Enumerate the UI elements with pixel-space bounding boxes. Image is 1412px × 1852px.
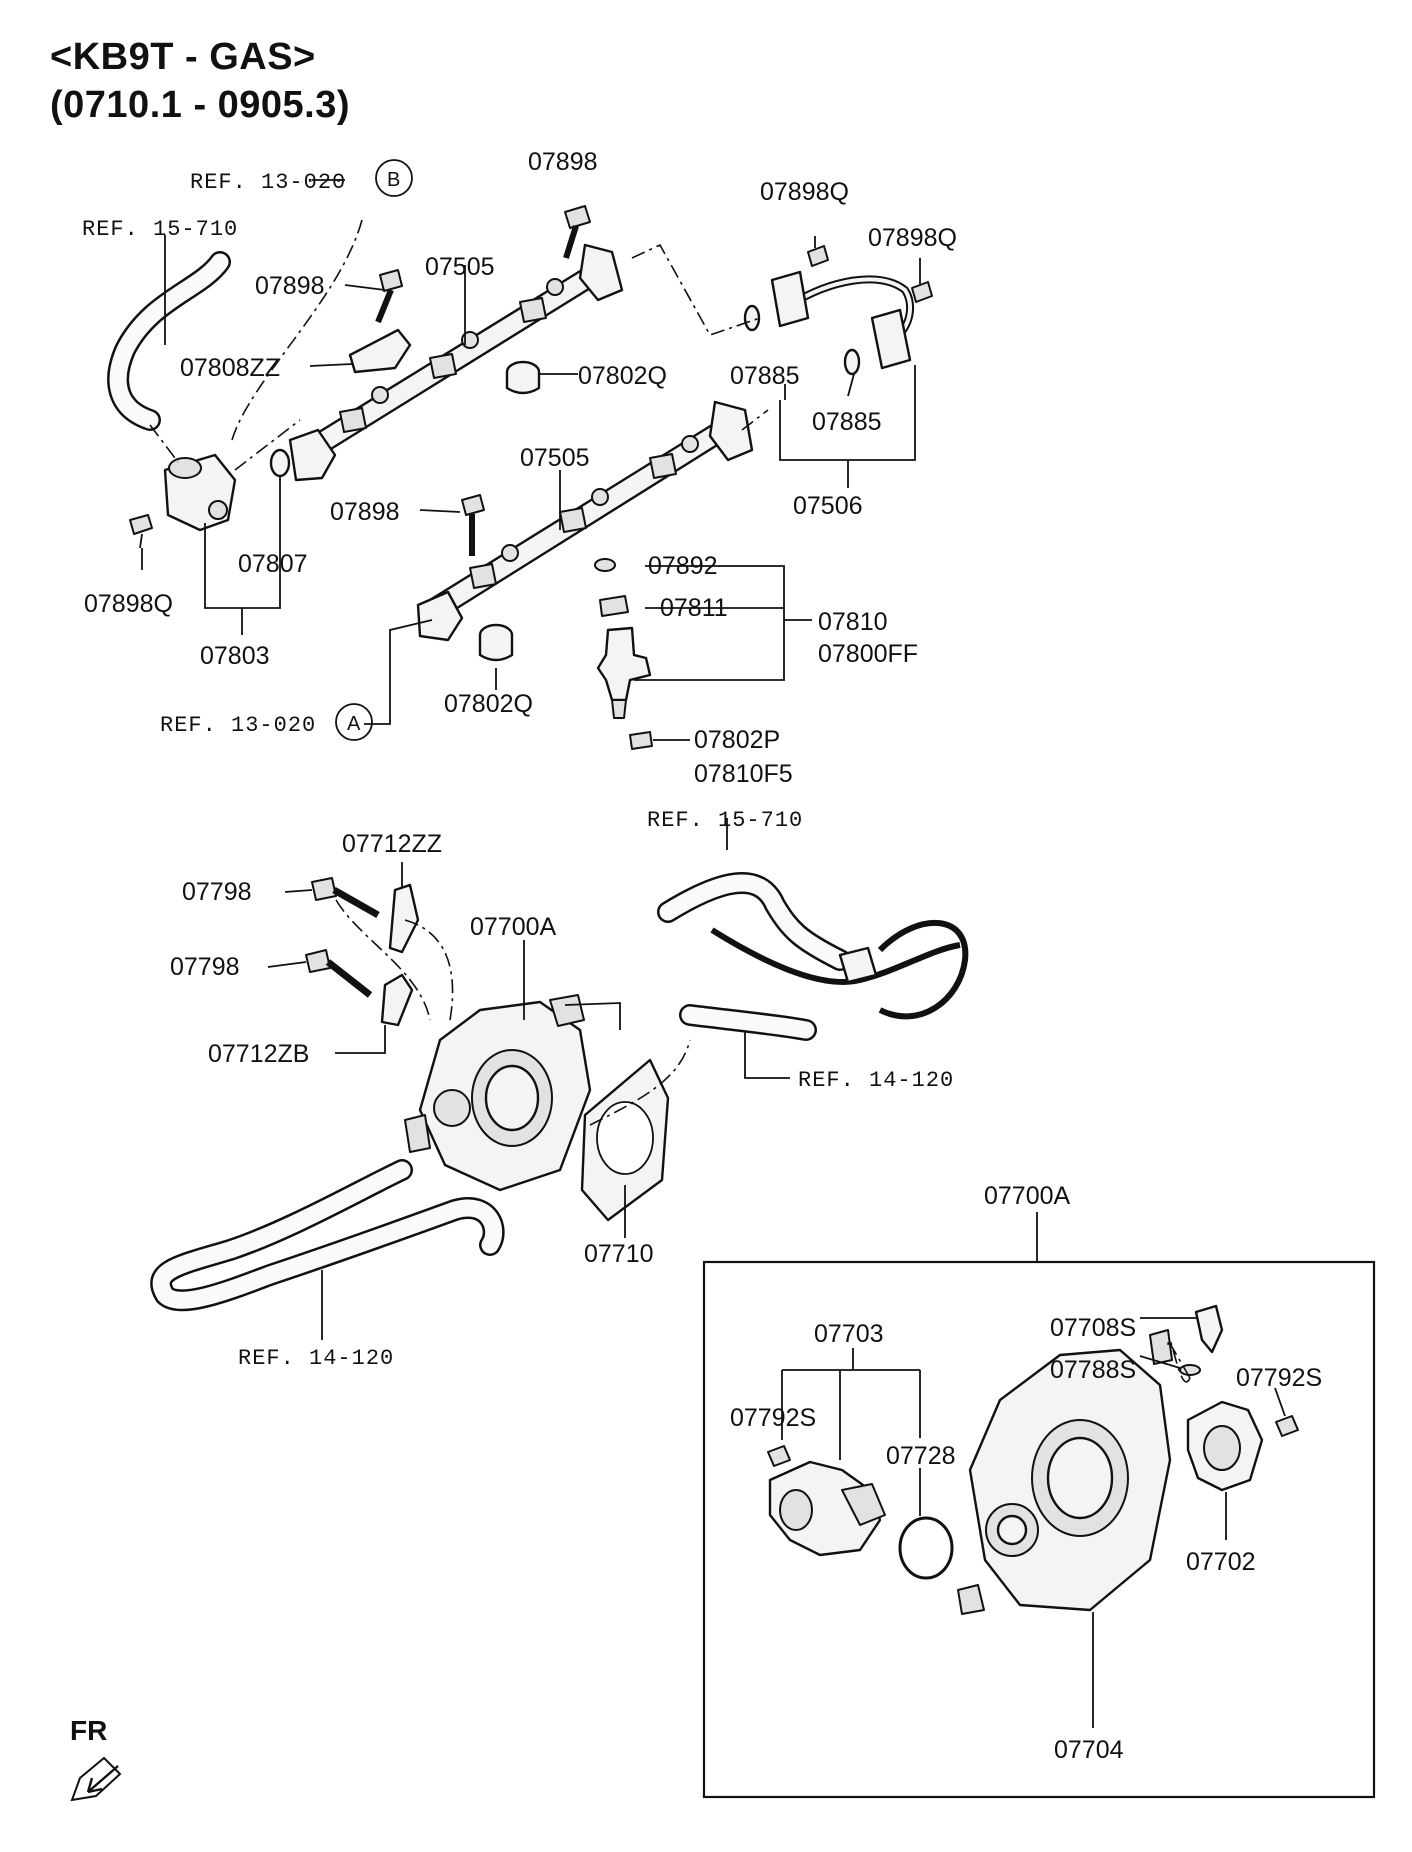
label-07712zz: 07712ZZ: [342, 830, 442, 858]
bolt-07898q-left: [129, 514, 153, 549]
label-07505-upper: 07505: [425, 253, 495, 281]
water-hose-lower: [150, 1159, 505, 1312]
callout-a-circle: [335, 703, 373, 741]
label-07808zz: 07808ZZ: [180, 354, 280, 382]
bracket-07712zz: [388, 883, 420, 954]
bolt-07798-a: [311, 877, 380, 919]
ref-13-020-a: REF. 13-020: [160, 713, 316, 738]
label-07898-mid: 07898: [255, 272, 325, 300]
label-07702: 07702: [1186, 1548, 1256, 1576]
ref-15-710-a: REF. 15-710: [82, 217, 238, 242]
bolt-07798-b: [305, 949, 373, 998]
label-07892: 07892: [648, 552, 718, 580]
bolt-07898-mid: [375, 269, 403, 324]
label-07802q-upper: 07802Q: [578, 362, 667, 390]
label-07506: 07506: [793, 492, 863, 520]
label-07710: 07710: [584, 1240, 654, 1268]
label-07700a: 07700A: [470, 913, 557, 941]
o-ring-07885-a: [743, 304, 761, 332]
ref-14-120-a: REF. 14-120: [798, 1068, 954, 1093]
screw-07708s: [1194, 1304, 1224, 1354]
water-hose-right-inner: [681, 1006, 815, 1039]
o-ring-07728: [898, 1516, 954, 1580]
label-07811: 07811: [660, 594, 728, 622]
label-07898q-a: 07898Q: [760, 178, 849, 206]
throttle-position-sensor: [1186, 1400, 1264, 1492]
grommet-07811: [599, 595, 629, 617]
label-07700a-box: 07700A: [984, 1182, 1071, 1210]
label-07898-top: 07898: [528, 148, 598, 176]
callout-a-letter: A: [347, 713, 361, 735]
label-07885-b: 07885: [812, 408, 882, 436]
diagram-title: <KB9T - GAS>: [50, 36, 316, 78]
label-07788s: 07788S: [1050, 1356, 1136, 1384]
o-ring-07892: [594, 558, 616, 572]
bracket-07808zz: [348, 328, 412, 374]
label-07885-a: 07885: [730, 362, 800, 390]
fuel-rail-lower: [416, 400, 754, 642]
bolt-07898-low: [461, 494, 485, 556]
throttle-body-assembly: [404, 994, 592, 1192]
label-07898-low: 07898: [330, 498, 400, 526]
fuel-return-hose-inner: [109, 253, 229, 429]
o-ring-07807: [269, 448, 291, 478]
fuel-pressure-regulator: [163, 453, 237, 532]
label-07712zb: 07712ZB: [208, 1040, 309, 1068]
throttle-body-07704: [957, 1329, 1173, 1615]
label-07792s-left: 07792S: [730, 1404, 816, 1432]
front-direction-arrow-icon: [70, 1756, 122, 1802]
insulator-07802q-lower: [478, 623, 514, 662]
label-07792s-right: 07792S: [1236, 1364, 1322, 1392]
water-hose-lower-inner: [152, 1161, 503, 1309]
o-ring-07885-b: [843, 348, 861, 376]
callout-b-circle: [375, 159, 413, 197]
bolt-07898q-a: [807, 245, 829, 267]
label-07798-b: 07798: [170, 953, 240, 981]
ref-15-710-b: REF. 15-710: [647, 808, 803, 833]
fuel-rail-upper: [288, 243, 624, 482]
ref-14-120-b: REF. 14-120: [238, 1346, 394, 1371]
bolt-07898q-b: [911, 281, 933, 303]
screw-07792s-left: [767, 1445, 791, 1467]
throttle-body-gasket: [580, 1058, 670, 1222]
front-direction-label: FR: [70, 1715, 107, 1746]
idle-speed-control-valve: [768, 1460, 886, 1557]
label-07810f5: 07810F5: [694, 760, 793, 788]
label-07898q-b: 07898Q: [868, 224, 957, 252]
label-07802q-lower: 07802Q: [444, 690, 533, 718]
label-07807: 07807: [238, 550, 308, 578]
hose-connector: [838, 946, 878, 984]
screw-07792s-right: [1275, 1415, 1299, 1437]
label-07505-lower: 07505: [520, 444, 590, 472]
callout-b-letter: B: [387, 169, 400, 191]
label-07800ff: 07800FF: [818, 640, 918, 668]
label-07810: 07810: [818, 608, 888, 636]
vacuum-hose-upper-inner: [659, 874, 849, 969]
diagram-date-range: (0710.1 - 0905.3): [50, 84, 351, 126]
label-07798-a: 07798: [182, 878, 252, 906]
label-07803: 07803: [200, 642, 270, 670]
insulator-07802p: [629, 731, 653, 750]
fuel-delivery-pipe: [770, 270, 915, 370]
fuel-injector: [594, 558, 653, 750]
label-07728: 07728: [886, 1442, 956, 1470]
detail-box-07700a: [702, 1260, 1376, 1799]
label-07802p: 07802P: [694, 726, 780, 754]
label-07704: 07704: [1054, 1736, 1124, 1764]
label-07708s: 07708S: [1050, 1314, 1136, 1342]
bolt-07898-top: [563, 205, 591, 259]
insulator-07802q-upper: [505, 360, 541, 395]
seal-07788s: [1179, 1364, 1201, 1376]
label-07703: 07703: [814, 1320, 884, 1348]
bracket-07712zb: [380, 973, 414, 1027]
label-07898q-left: 07898Q: [84, 590, 173, 618]
ref-13-020-b: REF. 13-020: [190, 170, 346, 195]
